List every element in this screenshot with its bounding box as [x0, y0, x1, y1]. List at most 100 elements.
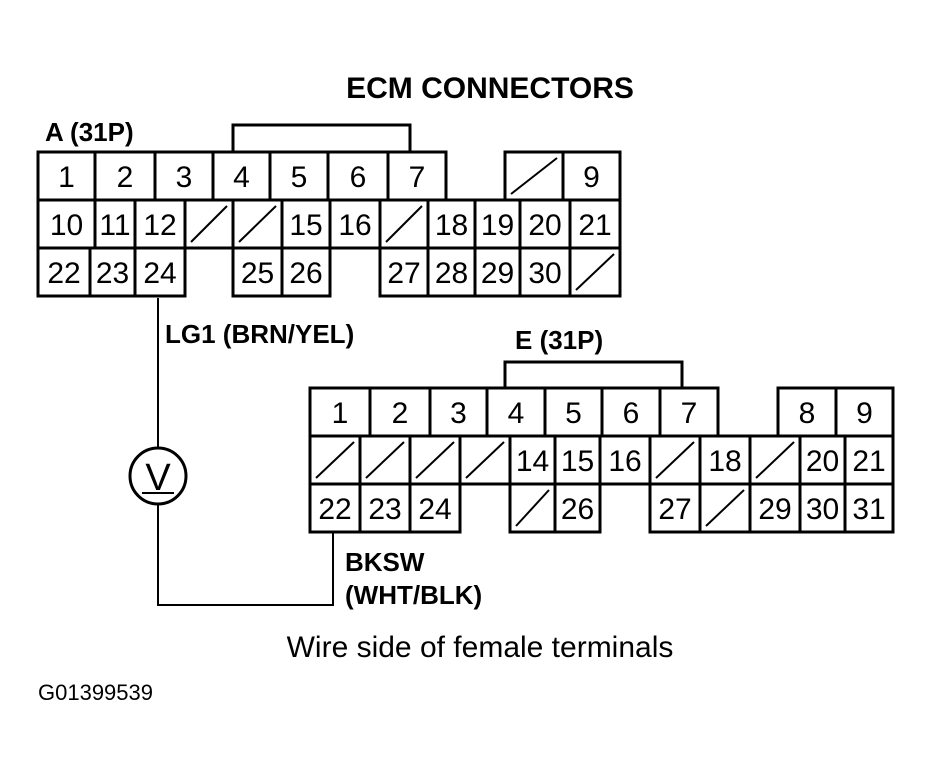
connector-a-lock-tab	[231, 123, 412, 152]
connector-e-terminal-cell: 4	[485, 386, 547, 438]
connector-a-terminal-number: 12	[143, 209, 176, 242]
connector-a-terminal-number: 10	[50, 209, 83, 242]
connector-a-terminal-cell: 30	[518, 246, 572, 298]
connector-e-terminal-cell	[508, 482, 557, 534]
connector-e-unused-terminal-mark	[515, 489, 550, 527]
connector-e-terminal-number: 6	[623, 397, 640, 430]
connector-e-terminal-number: 26	[561, 493, 594, 526]
connector-e-terminal-cell: 31	[843, 482, 895, 534]
connector-e-terminal-cell: 23	[358, 482, 412, 534]
connector-a-terminal-number: 2	[117, 161, 134, 194]
connector-e-terminal-cell	[358, 434, 412, 486]
connector-e-terminal-cell: 1	[308, 386, 372, 438]
connector-e-terminal-number: 8	[799, 397, 816, 430]
connector-a-terminal-cell: 11	[93, 198, 137, 250]
connector-e-terminal-number: 9	[856, 397, 873, 430]
connector-e-terminal-number: 31	[852, 493, 885, 526]
connector-a-terminal-number: 19	[481, 209, 514, 242]
connector-e-terminal-cell: 7	[658, 386, 720, 438]
connector-e-terminal-cell: 22	[308, 482, 362, 534]
connector-a-terminal-cell: 25	[231, 246, 284, 298]
connector-e-terminal-cell: 2	[368, 386, 432, 438]
connector-a-unused-terminal-mark	[190, 205, 228, 243]
connector-e-terminal-cell: 27	[648, 482, 702, 534]
connector-a-terminal-cell	[231, 198, 284, 250]
connector-a-terminal-cell: 2	[93, 150, 157, 202]
wire-bksw-label: BKSW	[345, 547, 425, 577]
voltmeter-symbol	[128, 446, 188, 506]
connector-e-terminal-number: 22	[318, 493, 351, 526]
connector-a-terminal-number: 7	[409, 161, 426, 194]
connector-a-terminal-cell: 29	[473, 246, 522, 298]
connector-a-terminal-cell: 16	[328, 198, 382, 250]
connector-e-terminal-number: 27	[658, 493, 691, 526]
connector-e-terminal-number: 7	[681, 397, 698, 430]
connector-a-terminal-cell: 21	[568, 198, 622, 250]
connector-a-terminal-cell: 7	[386, 150, 448, 202]
connector-a-terminal-cell	[378, 198, 430, 250]
connector-a-terminal-cell: 28	[426, 246, 477, 298]
connector-a-label: A (31P)	[45, 117, 134, 147]
connector-a-unused-terminal-mark	[385, 205, 423, 243]
connector-e-terminal-cell: 30	[798, 482, 847, 534]
connector-a-terminal-cell: 22	[36, 246, 92, 298]
connector-e-terminal-number: 18	[708, 445, 741, 478]
connector-a-terminal-cell: 12	[133, 198, 187, 250]
connector-e-terminal-number: 15	[561, 445, 594, 478]
connector-e-terminal-number: 5	[565, 397, 582, 430]
connector-a-terminal-number: 25	[241, 257, 274, 290]
connector-e-terminal-number: 30	[806, 493, 839, 526]
connector-a-terminal-number: 4	[233, 161, 250, 194]
wire-bksw-color-label: (WHT/BLK)	[345, 580, 482, 610]
connector-e-terminal-cell	[458, 434, 512, 486]
connector-a-terminal-number: 27	[387, 257, 420, 290]
connector-a-terminal-number: 1	[58, 161, 75, 194]
connector-e-terminal-number: 3	[450, 397, 467, 430]
connector-e-unused-terminal-mark	[755, 441, 795, 479]
connector-a-terminal-number: 20	[528, 209, 561, 242]
connector-e-terminal-number: 20	[806, 445, 839, 478]
connector-a-terminal-cell: 1	[36, 150, 97, 202]
connector-a-terminal-number: 9	[583, 161, 600, 194]
connector-e-terminal-cell: 5	[543, 386, 604, 438]
connector-a-terminal-cell: 19	[473, 198, 522, 250]
connector-a-terminal-cell: 10	[36, 198, 97, 250]
diagram-title: ECM CONNECTORS	[346, 72, 634, 105]
connector-a-terminal-cell: 15	[280, 198, 332, 250]
connector-a-terminal-number: 29	[481, 257, 514, 290]
connector-e-terminal-number: 21	[852, 445, 885, 478]
connector-a-terminal-cell: 23	[88, 246, 137, 298]
connector-e-terminal-number: 4	[508, 397, 525, 430]
connector-e-terminal-number: 23	[368, 493, 401, 526]
connector-a-terminal-number: 21	[578, 209, 611, 242]
caption: Wire side of female terminals	[287, 631, 674, 664]
connector-e-terminal-number: 16	[608, 445, 641, 478]
connector-a-terminal-cell: 20	[518, 198, 572, 250]
connector-a-terminal-number: 30	[528, 257, 561, 290]
connector-e-terminal-number: 24	[418, 493, 451, 526]
connector-a-terminal-cell: 3	[153, 150, 215, 202]
connector-e-terminal-cell: 24	[408, 482, 462, 534]
connector-a-unused-terminal-mark	[238, 205, 277, 243]
connector-e-unused-terminal-mark	[415, 441, 455, 479]
connector-a-terminal-number: 24	[143, 257, 176, 290]
connector-a-terminal-number: 3	[176, 161, 193, 194]
connector-e-terminal-cell: 29	[748, 482, 802, 534]
connector-e-terminal-cell: 18	[698, 434, 752, 486]
connector-e-unused-terminal-mark	[365, 441, 405, 479]
connector-e-unused-terminal-mark	[465, 441, 505, 479]
connector-e-unused-terminal-mark	[655, 441, 695, 479]
connector-a-terminal-cell: 6	[326, 150, 390, 202]
connector-e-terminal-cell: 21	[843, 434, 895, 486]
connector-e-terminal-cell	[408, 434, 462, 486]
connector-e-terminal-number: 29	[758, 493, 791, 526]
connector-e-terminal-cell	[648, 434, 702, 486]
wire-lg1-label: LG1 (BRN/YEL)	[165, 319, 354, 349]
connector-a-unused-terminal-mark	[510, 157, 558, 195]
connector-a-terminal-number: 18	[435, 209, 468, 242]
connector-a-terminal-cell: 9	[561, 150, 622, 202]
connector-e-terminal-number: 2	[392, 397, 409, 430]
connector-a-terminal-cell: 5	[268, 150, 330, 202]
connector-e-terminal-cell: 20	[798, 434, 847, 486]
